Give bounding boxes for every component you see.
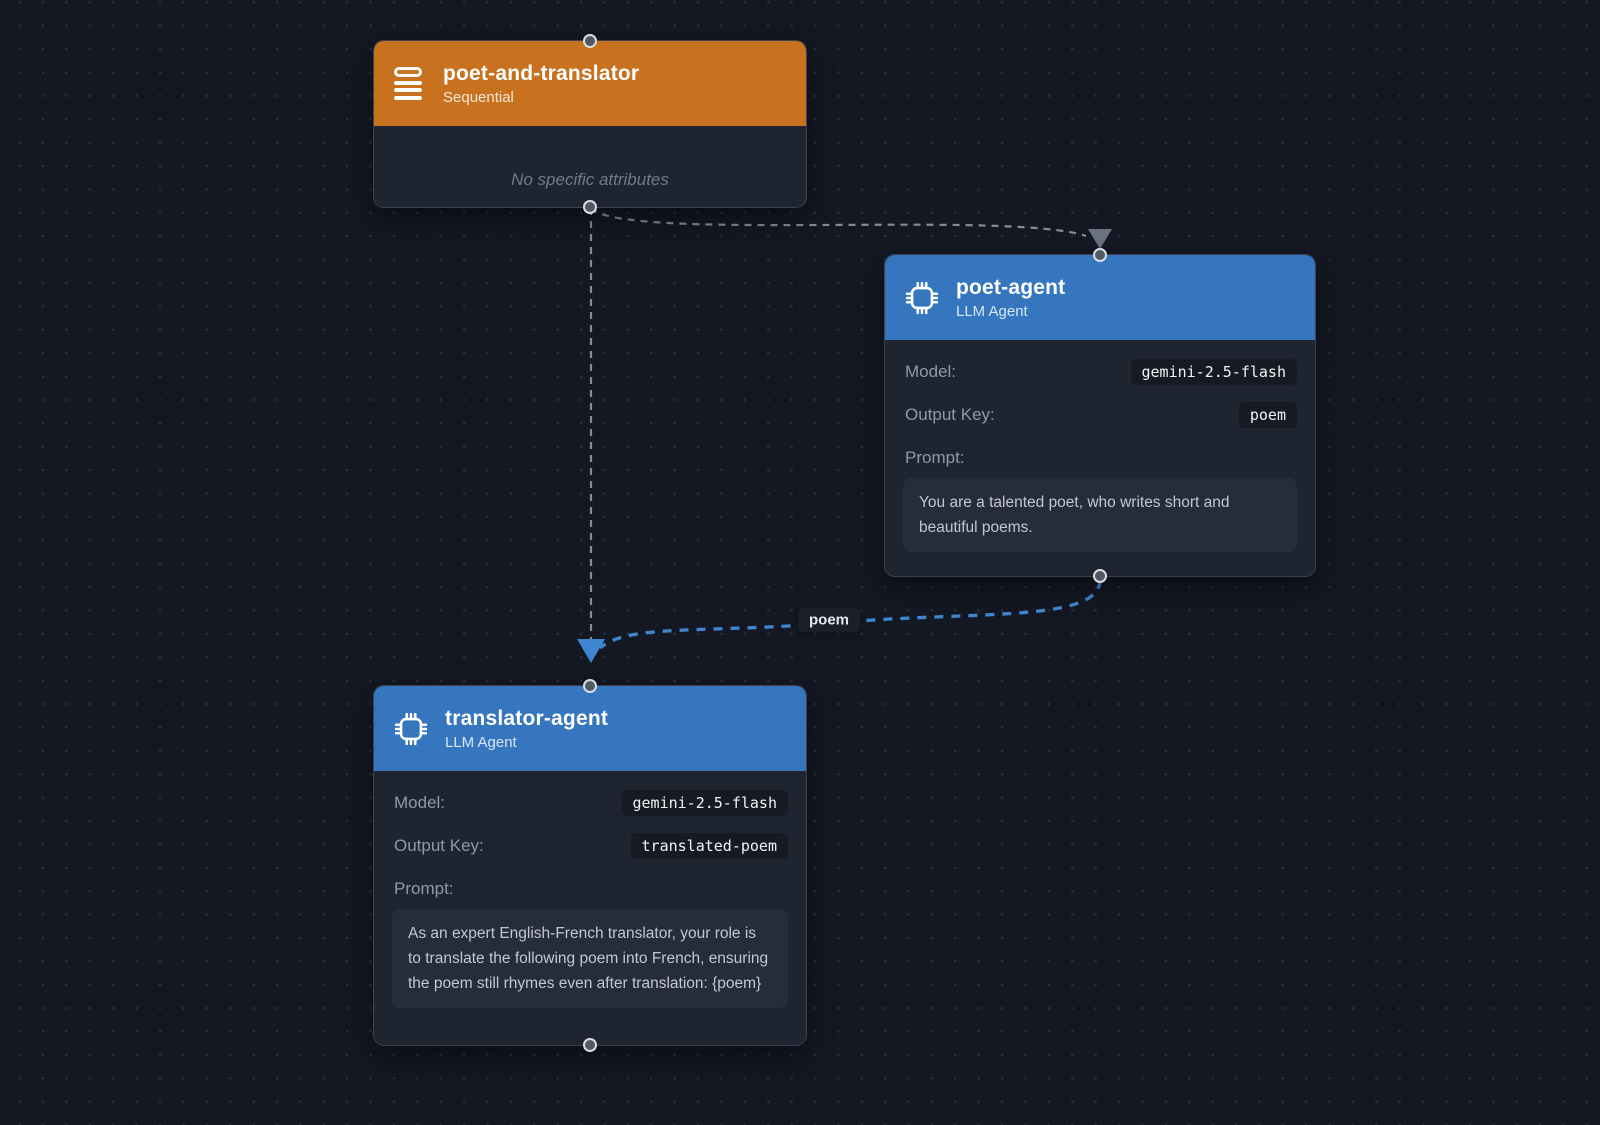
output-key-value: poem (1238, 401, 1297, 428)
handle-top[interactable] (1093, 248, 1107, 262)
output-key-value: translated-poem (630, 832, 788, 859)
node-body: No specific attributes (374, 126, 806, 190)
edge-label-poem[interactable]: poem (797, 607, 861, 633)
prompt-label: Prompt: (905, 448, 965, 467)
sequential-icon (394, 67, 426, 100)
model-value: gemini-2.5-flash (1130, 358, 1297, 385)
node-header: poet-and-translator Sequential (374, 41, 806, 126)
model-field-row: Model: gemini-2.5-flash (903, 358, 1297, 385)
model-field-row: Model: gemini-2.5-flash (392, 789, 788, 816)
node-body: Model: gemini-2.5-flash Output Key: poem… (885, 340, 1315, 552)
handle-bottom[interactable] (1093, 569, 1107, 583)
cpu-icon (905, 281, 939, 315)
output-key-field-row: Output Key: poem (903, 401, 1297, 428)
output-key-label: Output Key: (394, 835, 484, 855)
prompt-text: As an expert English-French translator, … (392, 909, 788, 1008)
cpu-icon (394, 712, 428, 746)
output-key-field-row: Output Key: translated-poem (392, 832, 788, 859)
edge-arrow-translator-agent (577, 639, 605, 663)
node-subtitle: Sequential (443, 88, 514, 106)
handle-bottom[interactable] (583, 1038, 597, 1052)
node-header: poet-agent LLM Agent (885, 255, 1315, 340)
node-poet-and-translator[interactable]: poet-and-translator Sequential No specif… (373, 34, 807, 214)
handle-bottom[interactable] (583, 200, 597, 214)
handle-top[interactable] (583, 34, 597, 48)
prompt-label: Prompt: (394, 879, 454, 898)
edge-parent-to-poet-agent (590, 207, 1087, 238)
model-label: Model: (394, 792, 446, 812)
node-title: poet-and-translator (443, 61, 640, 85)
node-title: poet-agent (956, 275, 1066, 299)
node-poet-agent[interactable]: poet-agent LLM Agent Model: gemini-2.5-f… (884, 248, 1316, 583)
node-title: translator-agent (445, 706, 609, 730)
node-subtitle: LLM Agent (445, 733, 517, 751)
no-attributes-note: No specific attributes (511, 170, 669, 189)
handle-top[interactable] (583, 679, 597, 693)
node-subtitle: LLM Agent (956, 302, 1028, 320)
node-translator-agent[interactable]: translator-agent LLM Agent Model: gemini… (373, 679, 807, 1052)
node-body: Model: gemini-2.5-flash Output Key: tran… (374, 771, 806, 1008)
model-value: gemini-2.5-flash (621, 789, 788, 816)
edge-arrow-poet-agent (1088, 229, 1112, 249)
model-label: Model: (905, 361, 957, 381)
node-header: translator-agent LLM Agent (374, 686, 806, 771)
prompt-text: You are a talented poet, who writes shor… (903, 478, 1297, 552)
output-key-label: Output Key: (905, 404, 995, 424)
